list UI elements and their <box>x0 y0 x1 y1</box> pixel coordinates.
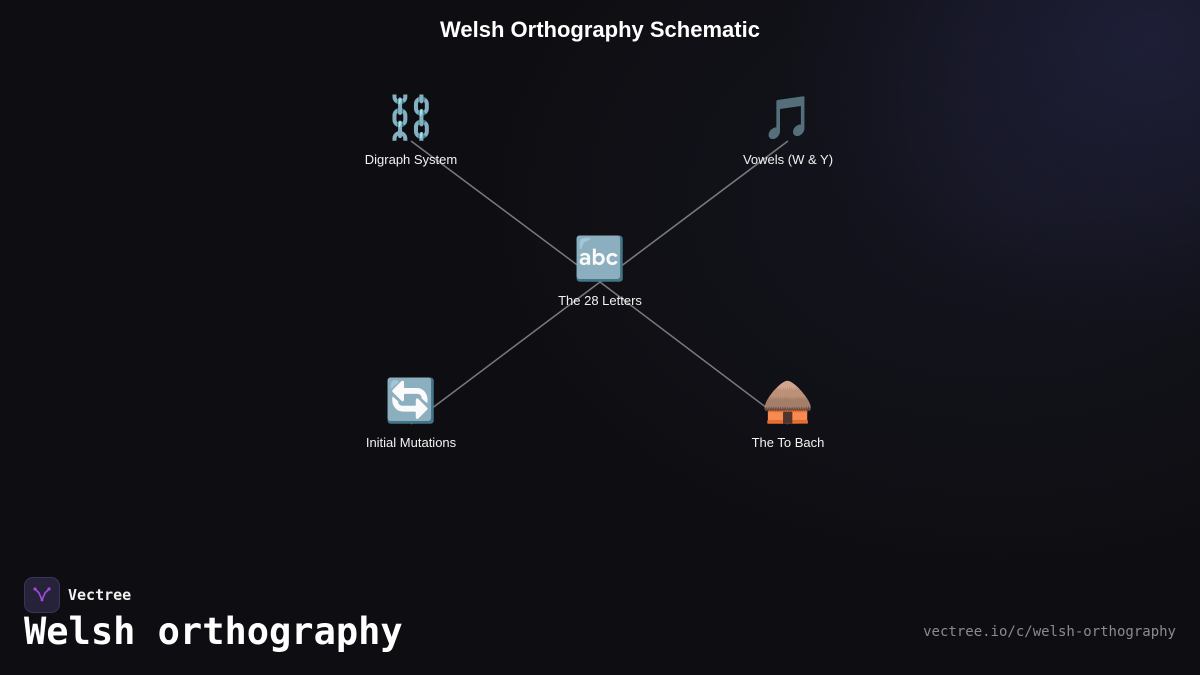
diagram-title: Welsh Orthography Schematic <box>440 17 760 42</box>
vectree-logo-icon <box>24 577 60 613</box>
node-label: Vowels (W & Y) <box>742 152 834 167</box>
node-to-bach[interactable]: 🛖 The To Bach <box>688 376 888 451</box>
node-vowels[interactable]: 🎵 Vowels (W & Y) <box>688 93 888 168</box>
logo-mark <box>33 587 51 602</box>
node-label: Digraph System <box>364 152 458 167</box>
node-center[interactable]: 🔤 The 28 Letters <box>500 234 700 309</box>
edge-center-mutations <box>410 281 601 425</box>
node-digraph-system[interactable]: ⛓️ Digraph System <box>311 93 511 168</box>
footer-title: Welsh orthography <box>24 610 403 653</box>
abc-letters-icon: 🔤 <box>573 234 627 283</box>
edge-center-to-bach <box>599 281 789 425</box>
node-label: The To Bach <box>751 435 825 450</box>
brand[interactable]: Vectree <box>24 577 131 613</box>
node-label: The 28 Letters <box>558 293 642 308</box>
brand-name: Vectree <box>68 586 132 604</box>
edge-center-vowels <box>599 140 789 283</box>
chain-link-icon: ⛓️ <box>384 93 438 142</box>
hut-icon: 🛖 <box>761 376 815 425</box>
musical-note-icon: 🎵 <box>761 93 815 142</box>
node-label: Initial Mutations <box>365 435 457 450</box>
cycle-arrows-icon: 🔄 <box>384 376 438 425</box>
footer-url[interactable]: vectree.io/c/welsh-orthography <box>923 624 1176 640</box>
edge-center-digraph <box>410 140 601 283</box>
node-initial-mutations[interactable]: 🔄 Initial Mutations <box>311 376 511 451</box>
